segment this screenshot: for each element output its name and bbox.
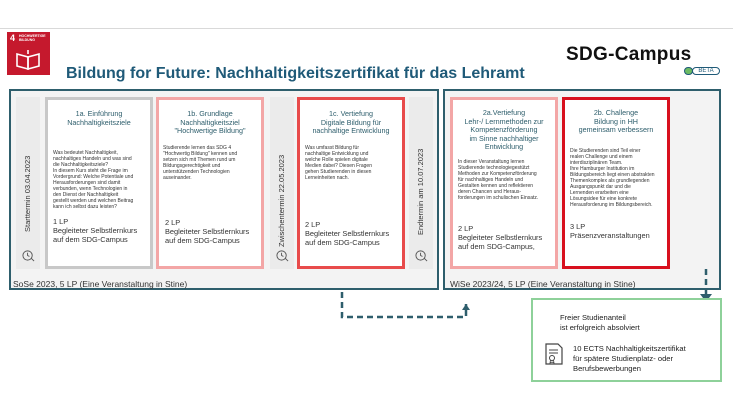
module-description: In dieser Veranstaltung lernen Studieren…	[458, 159, 539, 201]
clock-icon	[415, 250, 428, 262]
module-credits: 2 LP Begleiteter Selbstlernkurs auf dem …	[458, 224, 543, 251]
book-icon	[16, 50, 40, 71]
module-title: 1c. Vertiefung Digitale Bildung für nach…	[312, 109, 390, 135]
sdg-label: HOCHWERTIGE BILDUNG	[19, 34, 46, 42]
sdg-number: 4	[10, 33, 16, 43]
page-title: Bildung for Future: Nachhaltigkeitszerti…	[66, 65, 525, 82]
module-card-1a[interactable]: 1a. Einführung Nachhaltigkeitsziele Was …	[45, 97, 153, 269]
module-card-2b[interactable]: 2b. Challenge Bildung in HH gemeinsam ve…	[562, 97, 670, 269]
clock-icon	[22, 250, 35, 262]
module-description: Die Studierenden sind Teil einer realen …	[570, 148, 655, 208]
module-description: Was umfasst Bildung für nachhaltige Entw…	[305, 145, 372, 181]
sdg-campus-logo: SDG-Campus	[566, 44, 692, 65]
wise-label: WiSe 2023/24, 5 LP (Eine Veranstaltung i…	[450, 279, 636, 289]
end-column: Endtermin am 10.07.2023	[409, 97, 433, 269]
module-credits: 1 LP Begleiteter Selbstlernkurs auf dem …	[53, 217, 138, 244]
sdg4-badge: 4 HOCHWERTIGE BILDUNG	[7, 32, 50, 75]
module-title: 2a.Vertiefung Lehr-/ Lernmethoden zur Ko…	[464, 108, 544, 151]
module-credits: 2 LP Begleiteter Selbstlernkurs auf dem …	[165, 218, 250, 245]
module-card-2a[interactable]: 2a.Vertiefung Lehr-/ Lernmethoden zur Ko…	[450, 97, 558, 269]
beta-badge: BETA	[692, 67, 720, 75]
free-study-text: Freier Studienanteil ist erfolgreich abs…	[560, 313, 640, 332]
module-title: 1b. Grundlage Nachhaltigkeitsziel "Hochw…	[174, 109, 246, 135]
sose-label: SoSe 2023, 5 LP (Eine Veranstaltung in S…	[13, 279, 188, 289]
module-title: 1a. Einführung Nachhaltigkeitsziele	[67, 109, 131, 127]
ects-certificate-text: 10 ECTS Nachhaltigkeitszertifikat für sp…	[573, 344, 686, 373]
module-title: 2b. Challenge Bildung in HH gemeinsam ve…	[578, 108, 654, 134]
module-card-1b[interactable]: 1b. Grundlage Nachhaltigkeitsziel "Hochw…	[156, 97, 264, 269]
module-description: Studierende lernen das SDG 4 "Hochwertig…	[163, 145, 238, 181]
module-description: Was bedeutet Nachhaltigkeit, nachhaltige…	[53, 150, 134, 210]
mid-column: Zwischentermin 22.05.2023	[270, 97, 294, 269]
clock-icon	[276, 250, 289, 262]
top-divider	[0, 28, 733, 29]
module-card-1c[interactable]: 1c. Vertiefung Digitale Bildung für nach…	[297, 97, 405, 269]
module-credits: 3 LP Präsenzveranstaltungen	[570, 222, 650, 240]
certificate-icon	[545, 343, 563, 365]
certificate-box	[531, 298, 722, 382]
start-column: Starttermin 03.04.2023	[16, 97, 40, 269]
module-credits: 2 LP Begleiteter Selbstlernkurs auf dem …	[305, 220, 390, 247]
